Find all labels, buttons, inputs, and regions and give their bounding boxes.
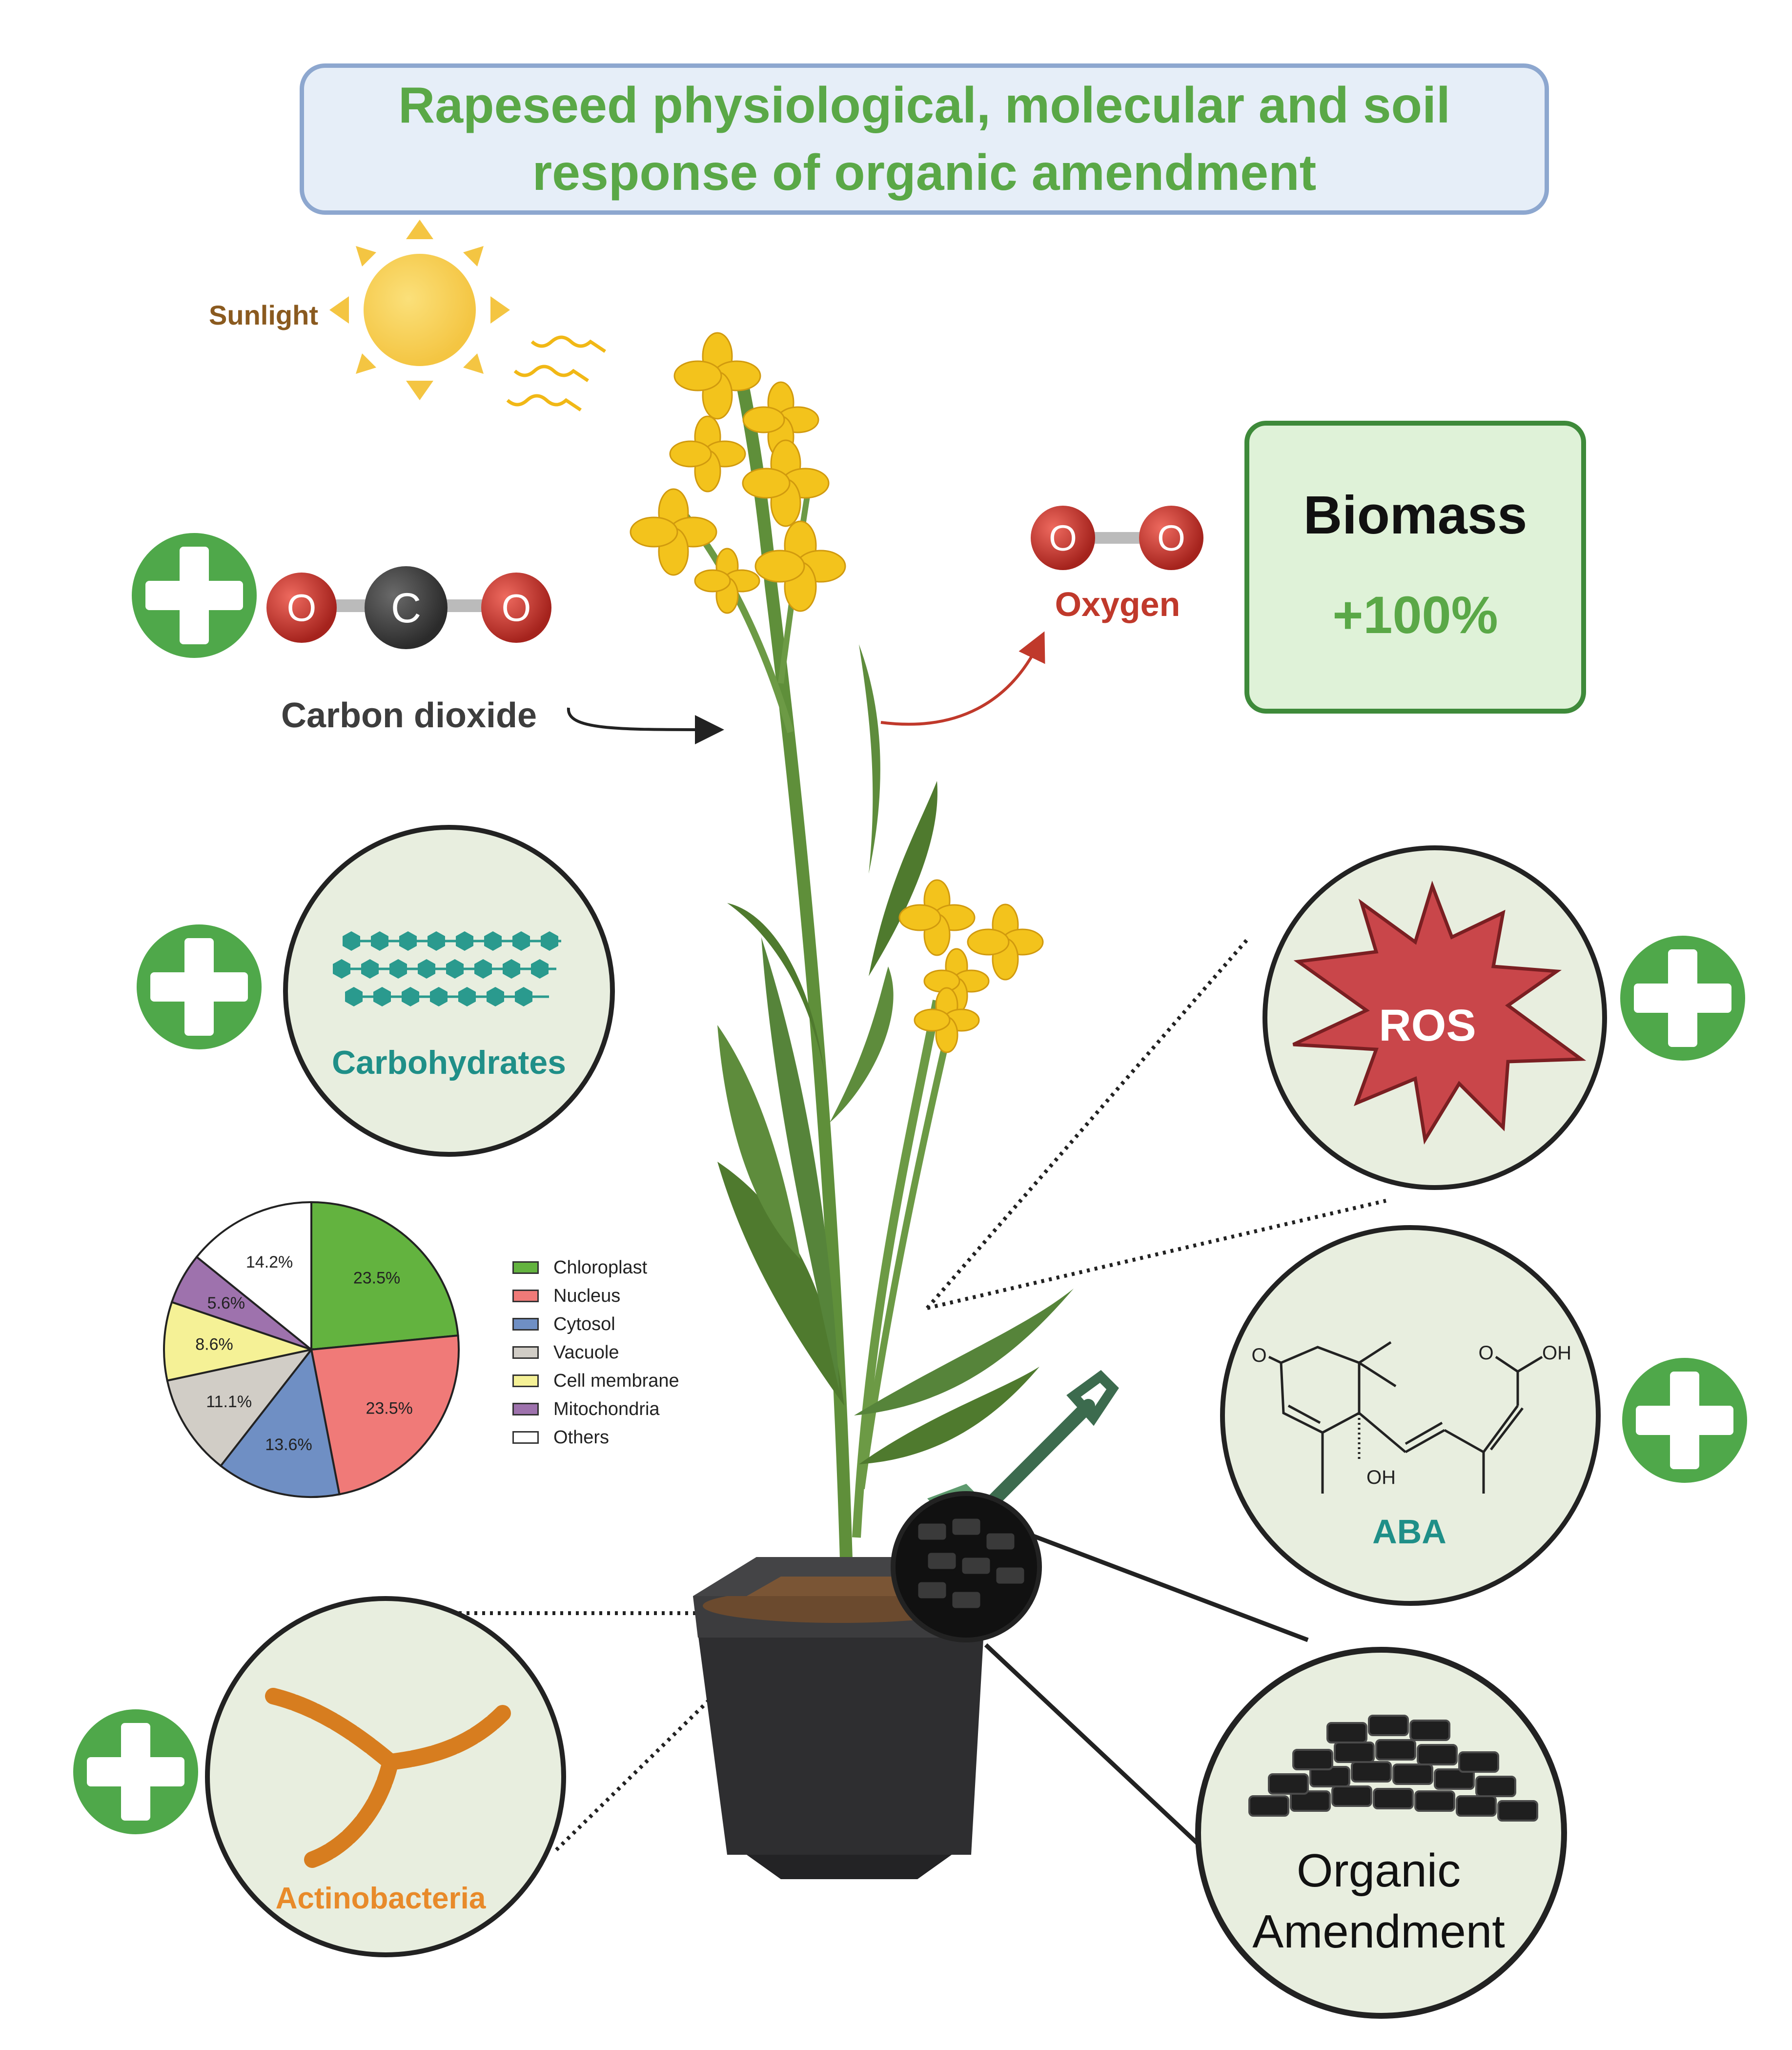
carbon-dioxide-label: Carbon dioxide (281, 696, 537, 735)
actinobacteria-label: Actinobacteria (276, 1882, 486, 1915)
plus-icon (132, 533, 257, 658)
plus-icon (1622, 1358, 1747, 1483)
legend-label: Cell membrane (553, 1370, 679, 1391)
pie-slice-others (195, 1201, 312, 1352)
pie-label-vacuole: 11.1% (206, 1393, 252, 1411)
legend-swatch (512, 1290, 539, 1302)
pie-label-cytosol: 13.6% (265, 1435, 312, 1454)
biomass-title: Biomass (1303, 485, 1527, 545)
carbohydrates-circle: Carbohydrates (283, 825, 615, 1157)
pie-label-mitochondria: 5.6% (207, 1294, 245, 1312)
ros-circle: ROS (1263, 845, 1607, 1190)
organic-amendment-label-line1: Organic (1297, 1845, 1461, 1897)
legend-item-cytosol: Cytosol (512, 1310, 679, 1338)
legend-item-mitochondria: Mitochondria (512, 1395, 679, 1423)
charcoal-pile-icon (1248, 1715, 1538, 1822)
pie-slice-vacuole (166, 1348, 314, 1467)
o2-molecule-icon: O O (1031, 506, 1203, 570)
legend-item-vacuole: Vacuole (512, 1338, 679, 1367)
ros-starburst-icon (1292, 881, 1587, 1145)
rapeseed-plant-icon (680, 379, 1074, 1577)
pie-label-nucleus: 23.5% (366, 1399, 412, 1417)
biomass-value: +100% (1332, 585, 1498, 644)
ros-label: ROS (1379, 1001, 1476, 1050)
pie-label-others: 14.2% (246, 1253, 293, 1271)
title-line-1: Rapeseed physiological, molecular and so… (398, 77, 1450, 134)
legend-swatch (512, 1318, 539, 1331)
legend-item-nucleus: Nucleus (512, 1282, 679, 1310)
aba-ring-oh: OH (1366, 1467, 1396, 1488)
charcoal-pile-icon (891, 1491, 1042, 1642)
pie-label-chloroplast: 23.5% (353, 1269, 400, 1287)
aba-label: ABA (1372, 1513, 1446, 1551)
aba-acid-o: O (1478, 1342, 1493, 1364)
plus-icon (137, 924, 262, 1049)
plus-icon (73, 1709, 198, 1834)
aba-circle: O O OH OH ABA (1220, 1225, 1601, 1606)
co2-atom-c: C (391, 585, 421, 632)
aba-ketone-o: O (1251, 1345, 1266, 1366)
o2-arrow (880, 631, 1045, 726)
legend-label: Vacuole (553, 1342, 619, 1363)
rapeseed-flowers-icon (630, 332, 1044, 1053)
pie-slice-nucleus (310, 1334, 460, 1496)
co2-molecule-icon: O C O (266, 566, 551, 649)
sunlight-label: Sunlight (209, 300, 318, 330)
legend-swatch (512, 1403, 539, 1415)
pie-slice-cytosol (219, 1347, 341, 1498)
organic-amendment-label-line2: Amendment (1252, 1906, 1505, 1958)
legend-item-chloroplast: Chloroplast (512, 1253, 679, 1282)
carbohydrate-chain-icon (333, 931, 561, 1006)
legend-item-cell-membrane: Cell membrane (512, 1367, 679, 1395)
biomass-box: Biomass +100% (1244, 421, 1586, 714)
carbohydrates-label: Carbohydrates (332, 1044, 566, 1081)
pie-label-cell-membrane: 8.6% (195, 1335, 233, 1353)
legend-label: Cytosol (553, 1313, 615, 1334)
oxygen-label: Oxygen (1055, 585, 1181, 623)
actinobacteria-icon (265, 1688, 511, 1868)
co2-atom-o-right: O (502, 586, 531, 629)
actinobacteria-circle: Actinobacteria (205, 1596, 566, 1957)
legend-swatch (512, 1346, 539, 1359)
plus-icon (1620, 936, 1745, 1061)
connector-lines-solid (984, 1516, 1309, 1866)
co2-atom-o-left: O (287, 586, 317, 629)
connector-lines (342, 936, 1386, 1851)
o2-atom-o-left: O (1049, 518, 1077, 558)
pie-slice-chloroplast (310, 1201, 459, 1351)
sun-icon (329, 220, 510, 400)
legend-label: Others (553, 1427, 610, 1448)
aba-structure-icon (1268, 1341, 1543, 1494)
aba-acid-oh: OH (1542, 1342, 1571, 1364)
legend-swatch (512, 1431, 539, 1444)
legend-swatch (512, 1261, 539, 1274)
sunlight-rays-icon (506, 335, 606, 411)
pie-slice-cell-membrane (163, 1301, 315, 1382)
title-line-2: response of organic amendment (532, 144, 1317, 201)
legend-item-others: Others (512, 1423, 679, 1452)
legend-label: Nucleus (553, 1285, 621, 1306)
pie-chart: 23.5% 23.5% 13.6% 11.1% 8.6% 5.6% 14.2% (163, 1201, 460, 1498)
co2-arrow (567, 707, 724, 744)
legend-label: Chloroplast (553, 1257, 648, 1278)
legend-label: Mitochondria (553, 1398, 660, 1419)
o2-atom-o-right: O (1157, 518, 1185, 558)
legend-swatch (512, 1374, 539, 1387)
title-box: Rapeseed physiological, molecular and so… (300, 63, 1549, 215)
organic-amendment-circle: Organic Amendment (1195, 1647, 1567, 2019)
